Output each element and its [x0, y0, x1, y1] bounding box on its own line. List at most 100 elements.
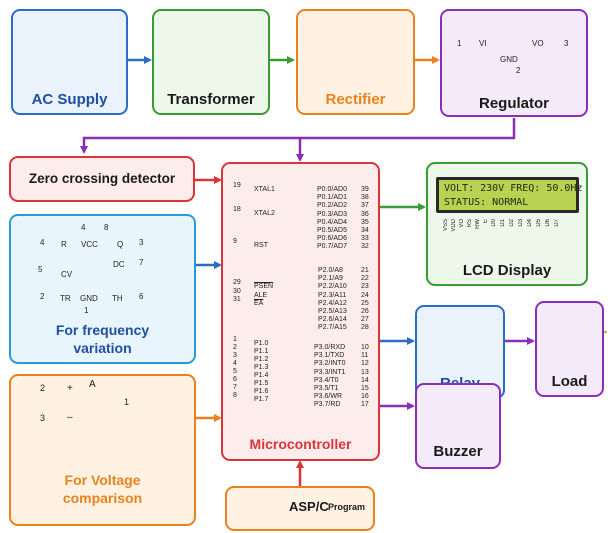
timer-pin-q: Q: [117, 240, 124, 249]
lcd-pin-label: VO: [459, 219, 465, 228]
lcd-line-2: STATUS: NORMAL: [444, 197, 529, 208]
mcu-pin-number: 36: [361, 210, 369, 218]
opamp-in2: 2: [40, 383, 46, 393]
mcu-pin-label: P3.4/T0: [314, 376, 339, 384]
mcu-pin-label: P2.4/A12: [318, 299, 347, 307]
mcu-pin-label: P1.3: [254, 364, 269, 371]
mcu-pin-number: 9: [233, 238, 237, 245]
mcu-pin-number: 3: [233, 352, 237, 359]
mcu-pin-number: 30: [233, 288, 241, 295]
mcu-pin-label: P3.1/TXD: [314, 352, 345, 360]
mcu-pin-number: 25: [361, 299, 369, 307]
mcu-pin-label: PSEN: [254, 283, 274, 290]
mcu-pin-number: 18: [233, 206, 241, 213]
ac-supply-block: AC Supply: [11, 9, 128, 115]
mcu-pin-number: 6: [233, 376, 237, 383]
program-label-sub: Program: [328, 502, 366, 512]
opamp-plus: +: [67, 383, 73, 394]
mcu-pin-label: P0.2/AD2: [317, 202, 347, 210]
mcu-pin-label: P2.3/A11: [318, 291, 347, 299]
timer-pin-2-num: 2: [40, 292, 45, 301]
mcu-pin-number: 13: [361, 368, 369, 376]
mcu-pin-number: 19: [233, 182, 241, 189]
lcd-pin-label: RS: [467, 219, 473, 228]
regulator-block: Regulator: [440, 9, 588, 117]
mcu-pin-number: 23: [361, 283, 369, 291]
timer-pin-4-num: 4: [81, 223, 86, 232]
timer-pin-r: R: [61, 240, 67, 249]
zero-crossing-block: Zero crossing detector: [9, 156, 195, 202]
mcu-pin-label: P1.4: [254, 372, 269, 379]
mcu-pin-number: 27: [361, 316, 369, 324]
mcu-pin-label: P1.1: [254, 348, 269, 355]
zero-crossing-label: Zero crossing detector: [28, 171, 176, 186]
mcu-pin-label: P2.0/A8: [318, 267, 343, 274]
mcu-pin-label: P0.3/AD3: [317, 210, 347, 218]
opamp-minus: –: [67, 412, 73, 423]
lcd-pin-label: D4: [527, 219, 533, 227]
mcu-pin-number: 24: [361, 291, 369, 299]
mcu-pin-number: 5: [233, 368, 237, 375]
load-block: Load: [535, 301, 604, 397]
mcu-pin-label: RST: [254, 242, 268, 249]
mcu-pin-number: 12: [361, 360, 369, 368]
microcontroller-block: Microcontroller: [221, 162, 380, 461]
opamp-out1: 1: [124, 397, 130, 407]
mcu-pin-number: 31: [233, 296, 241, 303]
mcu-pin-label: P3.3/INT1: [314, 368, 346, 376]
voltage-label-line1: For Voltage: [64, 472, 141, 488]
timer-pin-gnd: GND: [80, 294, 98, 303]
mcu-pin-number: 32: [361, 243, 369, 251]
mcu-pin-label: P3.7/RD: [314, 401, 341, 409]
mcu-pin-number: 35: [361, 218, 369, 226]
mcu-pin-label: P2.2/A10: [318, 283, 347, 291]
opamp-in3: 3: [40, 413, 46, 423]
lcd-display-label: LCD Display: [462, 262, 552, 279]
regulator-label: Regulator: [478, 95, 549, 112]
timer-pin-5-num: 5: [38, 265, 43, 274]
frequency-label-line1: For frequency: [55, 322, 150, 338]
mcu-pin-number: 37: [361, 202, 369, 210]
mcu-pin-label: P0.7/AD7: [317, 243, 347, 251]
lcd-pin-label: D5: [536, 219, 542, 227]
mcu-pin-number: 15: [361, 385, 369, 392]
mcu-pin-number: 16: [361, 393, 369, 401]
mcu-pin-number: 39: [361, 186, 369, 193]
mcu-pin-label: P0.5/AD5: [317, 227, 347, 234]
mcu-pin-number: 10: [361, 344, 369, 351]
lcd-pin-label: D7: [554, 219, 560, 227]
frequency-block: For frequency variation: [9, 214, 196, 364]
mcu-pin-label: P1.2: [254, 356, 269, 363]
mcu-pin-label: XTAL2: [254, 210, 275, 217]
lcd-pin-label: VDD: [451, 219, 457, 232]
mcu-pin-number: 8: [233, 392, 237, 399]
mcu-pin-label: P3.2/INT0: [314, 360, 346, 368]
lcd-pin-label: D6: [545, 219, 551, 227]
mcu-pin-label: P2.7/A15: [318, 324, 347, 332]
mcu-pin-label: P1.7: [254, 396, 269, 403]
mcu-pin-number: 38: [361, 194, 369, 202]
mcu-pin-label: P3.6/WR: [314, 393, 343, 401]
mcu-pin-label: P3.5/T1: [314, 385, 339, 392]
mcu-pin-number: 4: [233, 360, 237, 367]
timer-pin-3-num: 3: [139, 238, 144, 247]
lcd-pin-label: RW: [475, 219, 481, 229]
mcu-pin-number: 29: [233, 279, 241, 286]
timer-pin-4b-num: 4: [40, 238, 45, 247]
mcu-pin-label: EA: [254, 300, 264, 307]
regulator-pin-gnd: GND: [500, 55, 518, 64]
mcu-pin-label: P2.1/A9: [318, 275, 343, 283]
buzzer-label: Buzzer: [433, 443, 483, 460]
mcu-pin-label: P0.6/AD6: [317, 235, 347, 243]
mcu-pin-number: 7: [233, 384, 237, 391]
mcu-pin-label: P1.6: [254, 388, 269, 395]
rectifier-block: Rectifier: [296, 9, 415, 115]
mcu-pin-label: P2.6/A14: [318, 316, 347, 324]
buzzer-block: Buzzer: [415, 383, 501, 469]
mcu-pin-label: P3.0/RXD: [314, 344, 346, 351]
microcontroller-label: Microcontroller: [249, 436, 352, 452]
program-label-main: ASP/C: [289, 499, 329, 514]
lcd-pin-label: E: [483, 219, 489, 224]
timer-pin-cv: CV: [61, 270, 73, 279]
